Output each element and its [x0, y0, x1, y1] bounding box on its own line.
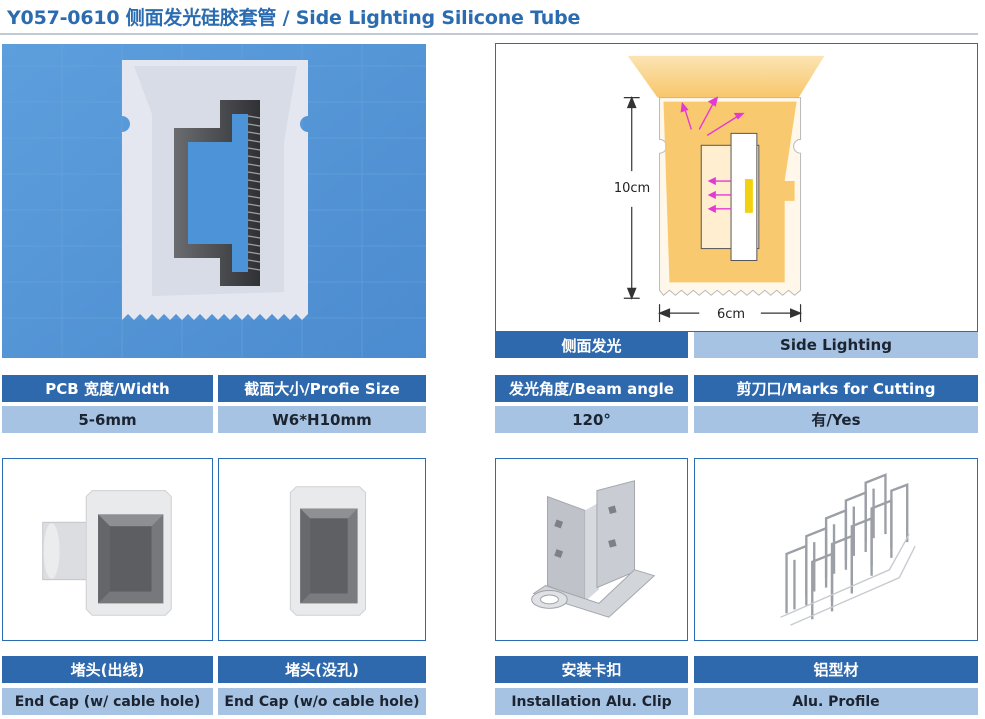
- page-title: Y057-0610 侧面发光硅胶套管 / Side Lighting Silic…: [7, 7, 581, 29]
- cutting-marks-value: 有/Yes: [694, 406, 978, 433]
- end-cap-with-hole-image: [2, 458, 213, 641]
- accessory-label-cn: 安装卡扣: [495, 656, 688, 683]
- side-lighting-diagram: 10cm 6cm: [495, 43, 978, 332]
- width-dimension-label: 6cm: [716, 307, 746, 322]
- accessory-label-en: Installation Alu. Clip: [495, 688, 688, 715]
- height-dimension-label: 10cm: [606, 181, 658, 196]
- installation-clip-image: [495, 458, 688, 641]
- accessory-label-en: Alu. Profile: [694, 688, 978, 715]
- accessory-label-cn: 铝型材: [694, 656, 978, 683]
- pcb-width-label: PCB 宽度/Width: [2, 375, 213, 402]
- accessory-label-cn: 堵头(出线): [2, 656, 213, 683]
- beam-angle-value: 120°: [495, 406, 688, 433]
- pcb-width-value: 5-6mm: [2, 406, 213, 433]
- beam-angle-label: 发光角度/Beam angle: [495, 375, 688, 402]
- end-cap-without-hole-image: [218, 458, 426, 641]
- cutting-marks-label: 剪刀口/Marks for Cutting: [694, 375, 978, 402]
- accessory-label-en: End Cap (w/o cable hole): [218, 688, 426, 715]
- side-lighting-label-en: Side Lighting: [694, 332, 978, 358]
- title-divider: [0, 33, 978, 35]
- profile-size-value: W6*H10mm: [218, 406, 426, 433]
- accessory-label-en: End Cap (w/ cable hole): [2, 688, 213, 715]
- accessory-label-cn: 堵头(没孔): [218, 656, 426, 683]
- alu-profile-image: [694, 458, 978, 641]
- profile-cross-section-image: [2, 44, 426, 358]
- side-lighting-label-cn: 侧面发光: [495, 332, 688, 358]
- profile-size-label: 截面大小/Profie Size: [218, 375, 426, 402]
